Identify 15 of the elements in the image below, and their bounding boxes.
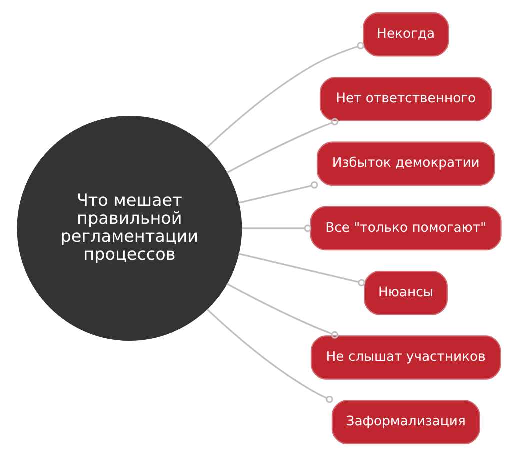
node-circle: Что мешает правильной регламентации процессов — [17, 116, 242, 341]
node-box: Все "только помогают" — [310, 206, 502, 251]
connector — [206, 308, 334, 404]
node-box: Некогда — [363, 12, 450, 57]
node-box: Заформализация — [332, 400, 480, 444]
connector — [242, 224, 312, 232]
node-box: Нюансы — [364, 270, 448, 316]
connector — [238, 253, 366, 287]
node-box: Нет ответственного — [320, 77, 492, 122]
connector — [226, 118, 339, 174]
connector — [206, 42, 365, 148]
connector — [226, 283, 339, 339]
node-box: Избыток демократии — [316, 142, 496, 186]
node-box: Не слышат участников — [310, 336, 502, 380]
connector — [238, 181, 318, 204]
